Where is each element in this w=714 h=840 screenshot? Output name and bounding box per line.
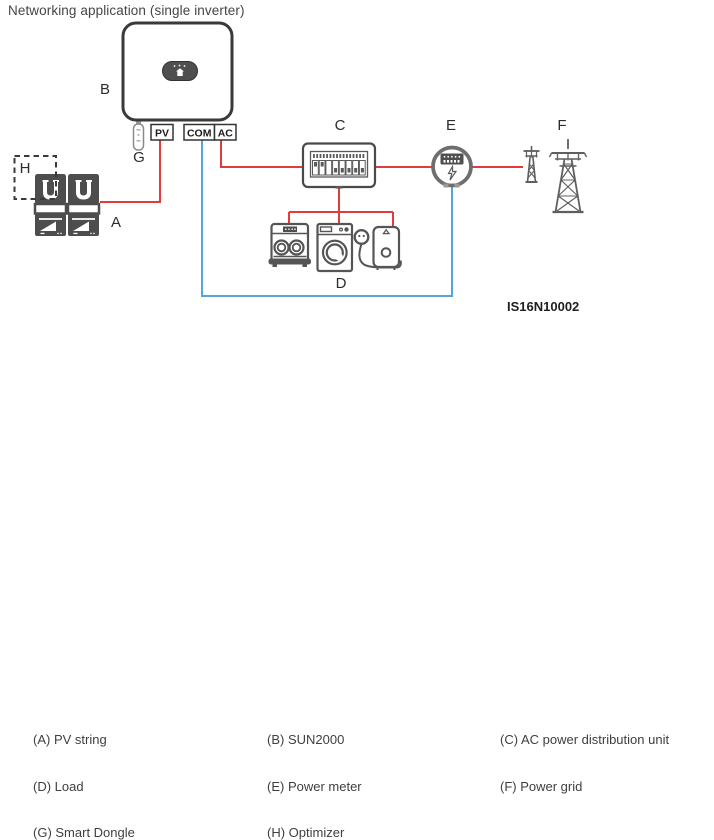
page-title: Networking application (single inverter) xyxy=(8,3,245,18)
label-a: A xyxy=(111,214,121,231)
transmission-tower-small xyxy=(523,146,540,183)
legend-item-c: (C) AC power distribution unit xyxy=(500,732,670,747)
load-dishwasher xyxy=(268,222,311,267)
networking-diagram: B G PV COM AC xyxy=(13,21,588,314)
port-pv-label: PV xyxy=(155,128,169,140)
legend-item-h: (H) Optimizer xyxy=(267,825,345,840)
inverter-led-indicator xyxy=(162,61,198,81)
transmission-tower-large xyxy=(548,139,588,214)
power-meter xyxy=(431,145,473,188)
label-h: H xyxy=(20,160,31,177)
smart-dongle xyxy=(132,121,145,151)
legend-item-f: (F) Power grid xyxy=(500,779,583,794)
legend-item-e: (E) Power meter xyxy=(267,779,362,794)
optimizer-callout xyxy=(13,155,57,200)
port-com-label: COM xyxy=(187,128,212,140)
com-signal-wire xyxy=(201,140,453,297)
pv-dc-wire xyxy=(100,140,161,203)
port-com: COM xyxy=(183,123,216,141)
load-washing-machine xyxy=(316,222,354,273)
label-g: G xyxy=(133,149,145,166)
label-f: F xyxy=(557,117,566,134)
legend: (A) PV string (B) SUN2000 (C) AC power d… xyxy=(0,360,714,840)
inverter-sun2000 xyxy=(121,21,234,122)
legend-item-a: (A) PV string xyxy=(33,732,107,747)
pv-panel-with-optimizer xyxy=(66,174,101,236)
label-e: E xyxy=(446,117,456,134)
power-grid-towers xyxy=(523,139,588,214)
ac-distribution-unit xyxy=(301,142,377,189)
figure-id: IS16N10002 xyxy=(507,299,579,314)
load-water-heater xyxy=(353,225,402,270)
label-c: C xyxy=(335,117,346,134)
port-ac-label: AC xyxy=(218,128,234,140)
pv-panel-with-optimizer xyxy=(33,174,68,236)
legend-item-b: (B) SUN2000 xyxy=(267,732,345,747)
port-ac: AC xyxy=(213,123,237,141)
legend-item-g: (G) Smart Dongle xyxy=(33,825,135,840)
ac-wires xyxy=(220,140,523,227)
port-pv: PV xyxy=(150,123,174,141)
label-d: D xyxy=(336,275,347,292)
legend-item-d: (D) Load xyxy=(33,779,84,794)
label-b: B xyxy=(100,81,110,98)
pv-string xyxy=(33,174,101,236)
